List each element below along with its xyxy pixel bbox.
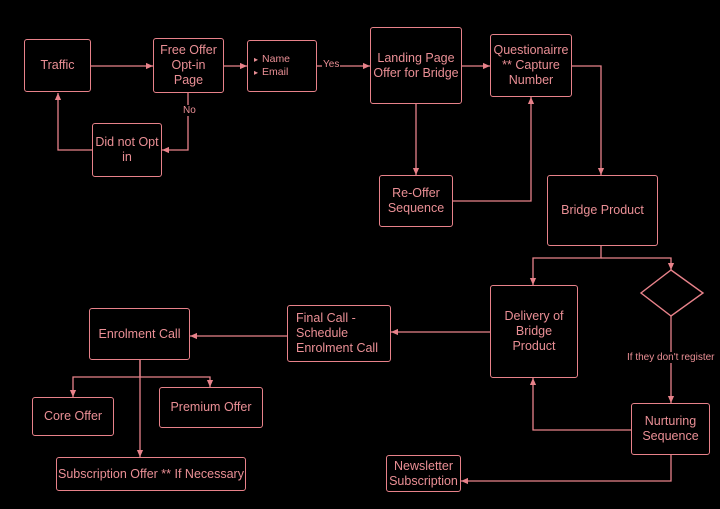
re-offer-label: Re-Offer Sequence: [387, 186, 445, 215]
edge-label-yes: Yes: [322, 59, 341, 70]
questionnaire-label: Questionairre ** Capture Number: [493, 43, 569, 87]
email-field-label: Email: [254, 66, 290, 79]
questionnaire-node[interactable]: Questionairre ** Capture Number: [490, 34, 572, 97]
edge-label-no: No: [182, 105, 197, 116]
edge-enrolment-to-core: [69, 360, 141, 397]
landing-page-node[interactable]: Landing Page Offer for Bridge: [370, 27, 462, 104]
nurturing-node[interactable]: Nurturing Sequence: [631, 403, 710, 455]
edge-enrolment-to-premium: [140, 376, 214, 387]
newsletter-node[interactable]: Newsletter Subscription: [386, 455, 461, 492]
edge-bridge-to-decision: [601, 257, 675, 270]
free-offer-node[interactable]: Free Offer Opt-in Page: [153, 38, 224, 93]
decision-diamond: [639, 269, 705, 317]
delivery-node[interactable]: Delivery of Bridge Product: [490, 285, 578, 378]
name-field-label: Name: [254, 53, 290, 66]
edge-label-if-they-dont-register: If they don't register: [626, 352, 716, 363]
did-not-opt-in-node[interactable]: Did not Opt in: [92, 123, 162, 177]
bridge-product-node[interactable]: Bridge Product: [547, 175, 658, 246]
core-offer-node[interactable]: Core Offer: [32, 397, 114, 436]
traffic-label: Traffic: [40, 58, 75, 72]
edge-nurturing-to-newsletter: [461, 455, 672, 485]
edge-re-offer-to-questionnaire: [453, 97, 535, 202]
edge-free-offer-to-did-not-opt: [162, 92, 189, 154]
re-offer-node[interactable]: Re-Offer Sequence: [379, 175, 453, 227]
newsletter-label: Newsletter Subscription: [389, 458, 458, 488]
edge-bridge-to-delivery: [529, 246, 602, 285]
edge-did-not-opt-to-traffic: [54, 93, 92, 151]
subscription-offer-label: Subscription Offer ** If Necessary: [58, 466, 244, 481]
landing-page-label: Landing Page Offer for Bridge: [373, 50, 459, 80]
free-offer-label: Free Offer Opt-in Page: [160, 43, 217, 87]
edge-nurturing-to-delivery: [529, 378, 631, 431]
traffic-node[interactable]: Traffic: [24, 39, 91, 92]
name-email-node[interactable]: Name Email: [247, 40, 317, 92]
final-call-node[interactable]: Final Call - Schedule Enrolment Call: [287, 305, 391, 362]
enrolment-call-node[interactable]: Enrolment Call: [89, 308, 190, 360]
nurturing-label: Nurturing Sequence: [642, 414, 699, 443]
delivery-label: Delivery of Bridge Product: [504, 309, 564, 353]
final-call-label: Final Call - Schedule Enrolment Call: [296, 311, 378, 355]
premium-offer-node[interactable]: Premium Offer: [159, 387, 263, 428]
enrolment-call-label: Enrolment Call: [98, 326, 181, 341]
bridge-product-label: Bridge Product: [561, 203, 644, 217]
edge-questionnaire-to-bridge: [572, 65, 605, 175]
subscription-offer-node[interactable]: Subscription Offer ** If Necessary: [56, 457, 246, 491]
did-not-opt-in-label: Did not Opt in: [95, 135, 159, 164]
premium-offer-label: Premium Offer: [170, 400, 252, 414]
core-offer-label: Core Offer: [43, 409, 103, 423]
